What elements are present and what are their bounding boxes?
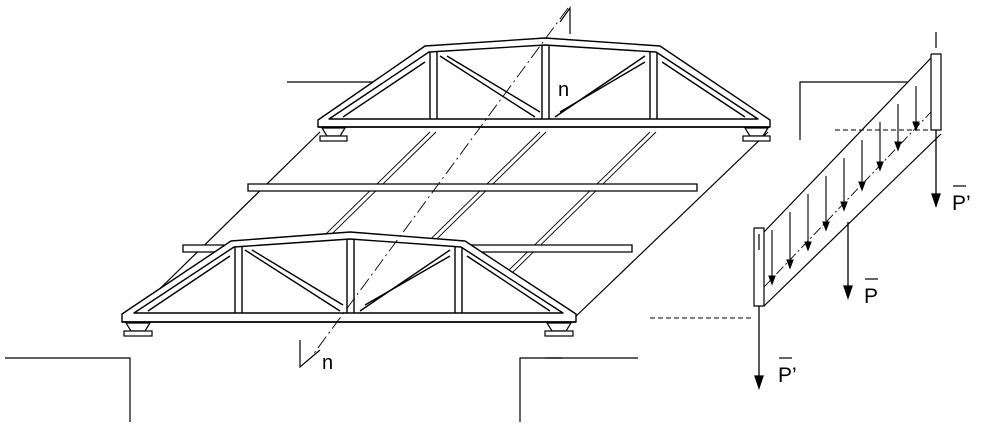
load-arrows bbox=[768, 86, 920, 286]
far-right-abutment bbox=[799, 81, 908, 140]
section-label-top: n bbox=[558, 79, 569, 101]
force-P-right-head bbox=[931, 193, 941, 209]
near-truss-diag-1 bbox=[244, 249, 341, 312]
near-truss-diag-6 bbox=[466, 255, 551, 312]
near-support-right-base bbox=[544, 330, 574, 337]
near-truss-inner bbox=[133, 238, 564, 314]
right-abutment bbox=[519, 357, 562, 422]
section-mark-bottom bbox=[299, 340, 321, 369]
near-truss-diag-4 bbox=[364, 255, 451, 306]
force-labels: P P’ P’ bbox=[778, 185, 971, 387]
far-support-left-base bbox=[319, 135, 348, 142]
force-P-left-head bbox=[754, 375, 764, 391]
far-truss-diag-5 bbox=[342, 61, 426, 118]
force-P-head bbox=[843, 285, 853, 301]
resultant-forces bbox=[754, 130, 941, 391]
load-strip-top bbox=[763, 57, 932, 233]
far-truss-diag-2 bbox=[446, 55, 541, 113]
far-truss-diag-4 bbox=[559, 61, 646, 113]
section-centerline bbox=[311, 7, 569, 357]
far-supports bbox=[319, 127, 771, 142]
far-truss-inner bbox=[328, 44, 759, 120]
load-label-P-left: P’ bbox=[778, 364, 797, 387]
near-supports bbox=[123, 322, 574, 337]
far-support-right-base bbox=[742, 135, 771, 142]
load-label-P: P bbox=[864, 285, 878, 308]
left-abutment bbox=[5, 357, 131, 422]
section-line bbox=[299, 6, 571, 369]
far-support-left bbox=[320, 127, 347, 137]
section-mark-top bbox=[559, 6, 571, 34]
near-support-left-base bbox=[123, 330, 153, 337]
near-support-left bbox=[124, 322, 152, 332]
load-strip-baseline bbox=[763, 111, 932, 288]
load-diagram bbox=[650, 32, 942, 319]
near-support-right bbox=[545, 322, 573, 332]
near-truss-diag-2 bbox=[251, 249, 344, 306]
load-label-P-right: P’ bbox=[952, 192, 971, 215]
near-truss bbox=[121, 231, 577, 323]
far-truss bbox=[317, 37, 771, 128]
far-truss-diag-1 bbox=[439, 55, 536, 118]
far-truss-diag-6 bbox=[661, 61, 746, 118]
deck-right-edge bbox=[571, 131, 769, 321]
load-strip-bottom bbox=[763, 133, 942, 307]
section-label-bottom: n bbox=[322, 352, 333, 374]
cross-beam-upper bbox=[247, 183, 698, 192]
load-right-post bbox=[930, 53, 942, 131]
near-truss-diag-3 bbox=[359, 249, 451, 312]
near-truss-diag-5 bbox=[147, 255, 231, 312]
